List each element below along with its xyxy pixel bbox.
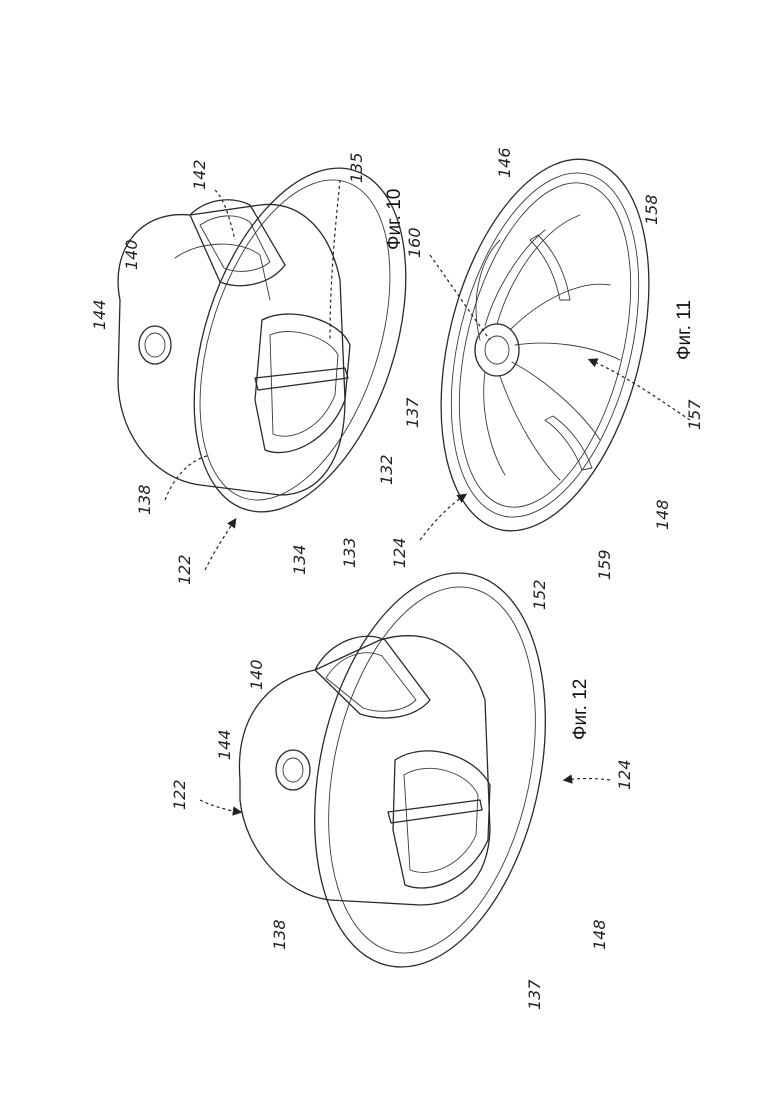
ref-label: 140 [247, 659, 266, 690]
ref-label: 148 [653, 499, 672, 530]
ref-label: 137 [525, 979, 544, 1010]
ref-label: 132 [377, 454, 396, 485]
ref-label: 140 [122, 239, 141, 270]
ref-label: 122 [175, 554, 194, 585]
ref-label: 142 [190, 159, 209, 190]
ref-label: 133 [340, 537, 359, 568]
ref-label: 122 [170, 779, 189, 810]
fig10-labels: 122 138 134 133 132 137 135 140 142 144 … [90, 152, 422, 585]
ref-label: 138 [270, 919, 289, 950]
ref-label: 138 [135, 484, 154, 515]
ref-label: 158 [642, 194, 661, 225]
ref-label: 144 [90, 299, 109, 330]
ref-label: 124 [615, 759, 634, 790]
fig12-assembly [239, 552, 579, 989]
ref-label: 159 [595, 549, 614, 580]
ref-label: 134 [290, 544, 309, 575]
ref-label: 152 [530, 579, 549, 610]
figure-caption: Фиг. 12 [570, 679, 591, 740]
ref-label: 146 [495, 147, 514, 178]
ref-label: 148 [590, 919, 609, 950]
figure-caption: Фиг. 10 [384, 189, 405, 250]
ref-label: 124 [390, 537, 409, 568]
ref-label: 144 [215, 729, 234, 760]
ref-label: 157 [685, 399, 704, 430]
figure-caption: Фиг. 11 [674, 300, 695, 360]
fig12-labels: 122 138 137 148 124 140 144 Фиг. 12 [170, 659, 634, 1010]
ref-label: 135 [347, 152, 366, 183]
fig11-labels: 124 152 159 148 157 158 160 146 Фиг. 11 [390, 147, 704, 610]
ref-label: 160 [405, 227, 424, 258]
ref-label: 137 [403, 397, 422, 428]
